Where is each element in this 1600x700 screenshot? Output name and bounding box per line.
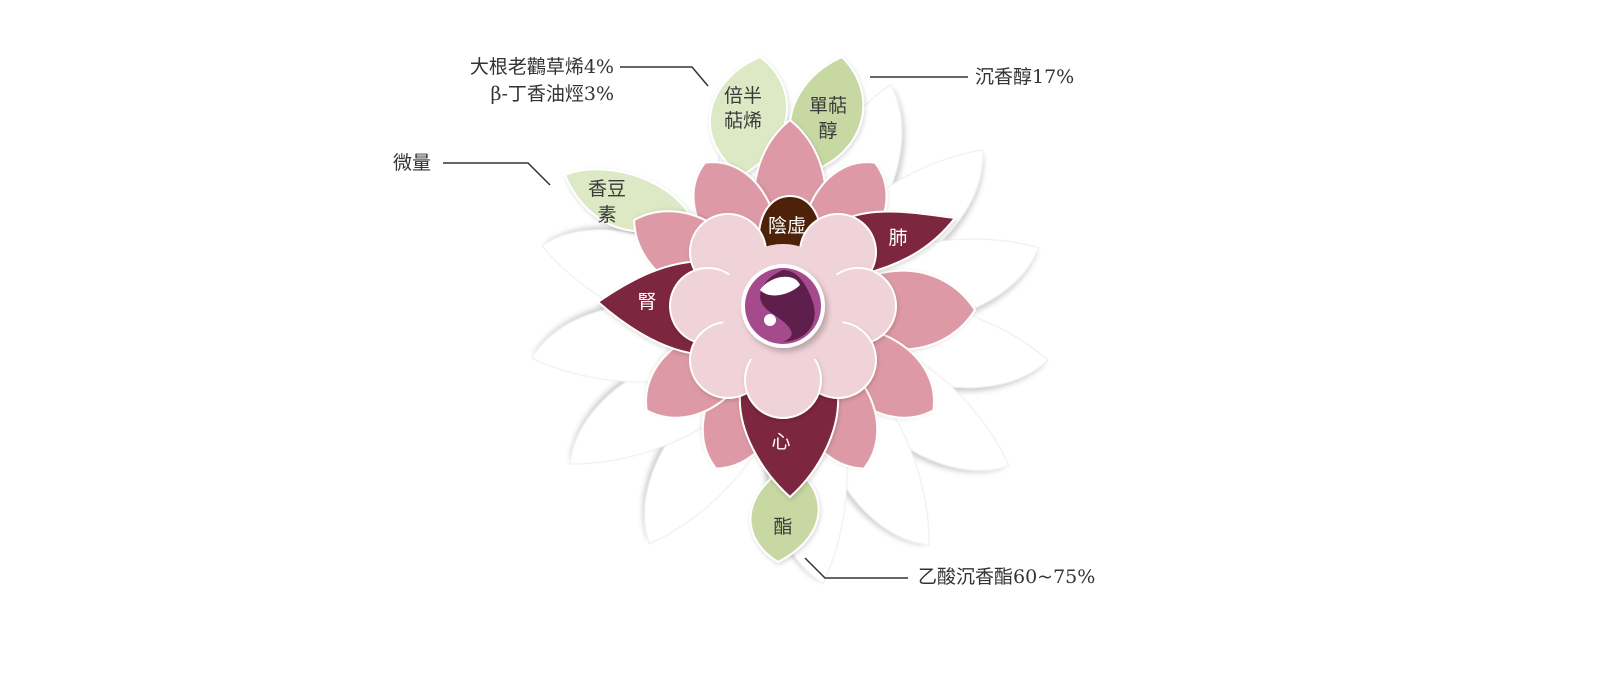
connector-ester xyxy=(804,557,908,579)
label-sesquiterpene-1: 倍半 xyxy=(724,85,762,107)
callout-sesquiterpene: 大根老鸛草烯4% β-丁香油烴3% xyxy=(470,54,614,108)
callout-sesquiterpene-line1: 大根老鸛草烯4% xyxy=(469,56,614,78)
connector-coumarin xyxy=(443,162,551,186)
connector-lines xyxy=(443,66,968,579)
yin-yang-logo-icon xyxy=(741,264,825,348)
label-kidney: 腎 xyxy=(637,291,656,313)
callout-ester: 乙酸沉香酯60~75% xyxy=(918,566,1096,588)
label-alcohol-1: 單萜 xyxy=(809,95,847,117)
label-coumarin-2: 素 xyxy=(597,204,616,226)
label-yin-deficiency: 陰虛 xyxy=(768,215,806,237)
label-lung: 肺 xyxy=(888,227,907,249)
callout-sesquiterpene-line2: β-丁香油烴3% xyxy=(490,83,614,105)
callout-alcohol: 沉香醇17% xyxy=(975,66,1075,88)
label-heart: 心 xyxy=(771,431,790,453)
label-coumarin-1: 香豆 xyxy=(588,178,626,200)
petal-ester xyxy=(749,463,820,564)
label-alcohol-2: 醇 xyxy=(818,120,837,142)
petal-labels: 倍半 萜烯 單萜 醇 香豆 素 酯 陰虛 肺 腎 心 xyxy=(588,85,908,538)
callout-coumarin: 微量 xyxy=(393,152,432,174)
label-sesquiterpene-2: 萜烯 xyxy=(724,110,762,132)
connector-sesquiterpene xyxy=(620,66,709,87)
label-ester: 酯 xyxy=(773,516,792,538)
